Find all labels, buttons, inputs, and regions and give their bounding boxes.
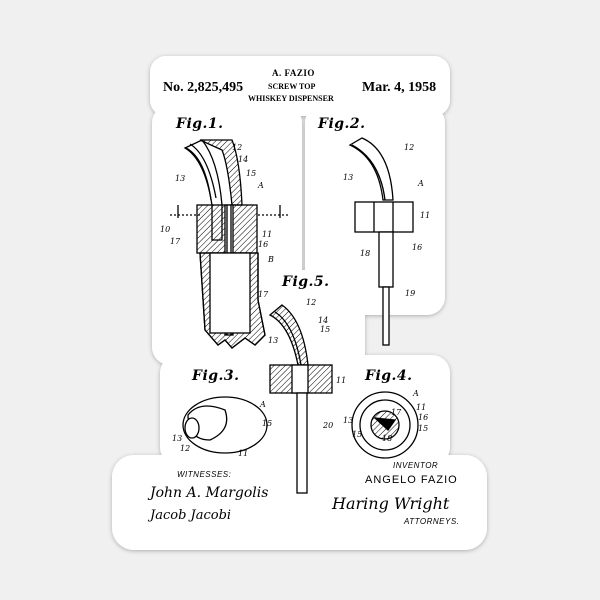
svg-text:Haring Wright: Haring Wright [331,494,450,513]
svg-text:13: 13 [343,173,353,182]
patent-number: No. 2,825,495 [163,80,244,95]
svg-text:15: 15 [352,430,362,439]
inventor-label: INVENTOR [393,461,439,470]
svg-text:12: 12 [232,143,242,152]
figure-3-label: Fig.3. [192,368,240,384]
attorneys-label: ATTORNEYS. [404,517,460,526]
svg-text:12: 12 [404,143,414,152]
svg-text:13: 13 [172,434,182,443]
figure-5-drawing [268,304,333,494]
patent-title-line-1: SCREW TOP [268,82,316,91]
witness-signature-2: Jacob Jacobi [147,508,231,523]
patent-title-line-2: WHISKEY DISPENSER [248,94,334,103]
svg-text:16: 16 [412,243,422,252]
svg-text:17: 17 [258,290,269,299]
svg-text:15: 15 [246,169,256,178]
svg-text:10: 10 [160,225,170,234]
svg-text:11: 11 [420,211,430,220]
figure-5-label: Fig.5. [282,274,330,290]
svg-text:16: 16 [418,413,428,422]
inventor-name: ANGELO FAZIO [365,474,458,486]
svg-text:17: 17 [170,237,181,246]
svg-text:16: 16 [258,240,268,249]
svg-text:A: A [257,181,264,190]
svg-text:18: 18 [360,249,370,258]
svg-text:A: A [259,400,266,409]
svg-text:B: B [267,255,274,264]
svg-text:15: 15 [320,325,330,334]
svg-text:13: 13 [343,416,353,425]
svg-text:17: 17 [391,408,402,417]
svg-text:12: 12 [180,444,190,453]
svg-text:15: 15 [262,419,272,428]
svg-text:13: 13 [268,336,278,345]
svg-text:A: A [412,389,419,398]
svg-text:19: 19 [405,289,415,298]
svg-text:11: 11 [262,230,272,239]
figure-2-drawing [348,137,414,346]
figure-1-drawing [170,139,288,349]
svg-text:A: A [417,179,424,188]
svg-text:Jacob Jacobi: Jacob Jacobi [147,508,231,523]
svg-text:12: 12 [306,298,316,307]
attorney-signature: Haring Wright [331,494,450,513]
svg-text:John A. Margolis: John A. Margolis [147,485,268,501]
svg-text:14: 14 [318,316,328,325]
witnesses-label: WITNESSES: [177,470,232,479]
patent-date: Mar. 4, 1958 [362,80,437,95]
figure-2-label: Fig.2. [318,116,366,132]
figure-3-drawing [182,396,268,454]
svg-text:11: 11 [416,403,426,412]
svg-text:11: 11 [336,376,346,385]
svg-text:14: 14 [238,155,248,164]
figure-1-label: Fig.1. [176,116,224,132]
svg-text:18: 18 [382,434,392,443]
svg-text:15: 15 [418,424,428,433]
witness-signature-1: John A. Margolis [147,485,268,501]
inventor-short-name: A. FAZIO [272,68,315,78]
svg-text:20: 20 [322,421,333,430]
figure-4-label: Fig.4. [365,368,413,384]
figure-4-drawing [351,391,419,459]
svg-text:11: 11 [238,449,248,458]
svg-text:13: 13 [175,174,185,183]
